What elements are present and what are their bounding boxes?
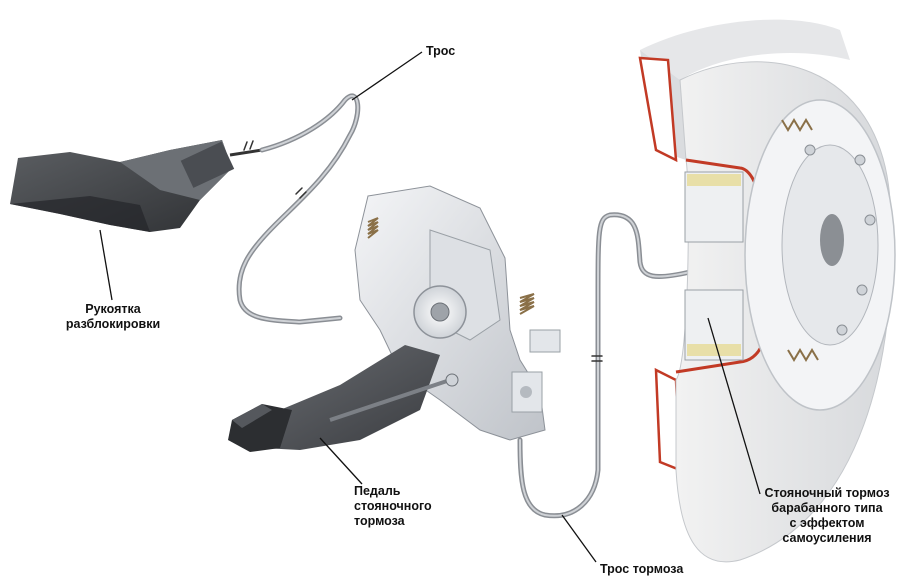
label-parking-pedal-line2: стояночного <box>354 499 432 513</box>
label-parking-pedal-line3: тормоза <box>354 514 405 528</box>
drum-brake <box>638 19 896 563</box>
label-drum-brake-line4: самоусиления <box>782 531 872 545</box>
label-release-handle-line1: Рукоятка <box>85 302 141 316</box>
leader-cable <box>351 51 423 101</box>
label-release-handle: Рукоятка разблокировки <box>52 302 174 332</box>
label-cable: Трос <box>426 44 455 59</box>
release-cable <box>236 93 361 325</box>
leader-lines <box>99 51 761 563</box>
leader-drum-brake <box>707 317 761 495</box>
label-drum-brake-line3: с эффектом <box>789 516 865 530</box>
label-drum-brake: Стояночный тормоз барабанного типа с эфф… <box>758 486 896 546</box>
label-parking-pedal: Педаль стояночного тормоза <box>354 484 432 529</box>
label-drum-brake-line1: Стояночный тормоз <box>764 486 890 500</box>
leader-release-handle <box>99 229 113 301</box>
label-brake-cable: Трос тормоза <box>600 562 683 577</box>
release-handle <box>10 140 263 232</box>
brake-cable <box>517 212 693 519</box>
leader-brake-cable <box>561 514 597 563</box>
label-brake-cable-text: Трос тормоза <box>600 562 684 576</box>
label-release-handle-line2: разблокировки <box>65 317 161 331</box>
label-drum-brake-line2: барабанного типа <box>771 501 883 515</box>
label-cable-text: Трос <box>426 44 456 58</box>
leader-parking-pedal <box>319 437 363 485</box>
label-parking-pedal-line1: Педаль <box>354 484 401 498</box>
parking-pedal-assembly <box>228 185 561 452</box>
